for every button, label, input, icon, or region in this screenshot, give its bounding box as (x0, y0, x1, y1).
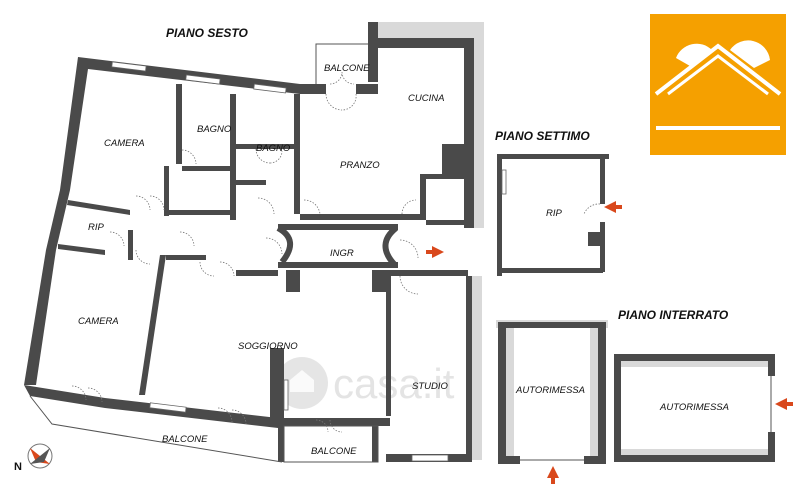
title-seventh-floor: PIANO SETTIMO (495, 129, 590, 143)
seventh-floor-plan (497, 154, 622, 276)
room-pranzo: PRANZO (340, 160, 380, 171)
room-bagno-2: BAGNO (256, 143, 291, 154)
balcony-top-outline (315, 43, 368, 84)
room-bagno-1: BAGNO (197, 124, 232, 135)
wall-south-west (24, 385, 105, 408)
agency-logo (650, 14, 786, 155)
room-cucina: CUCINA (408, 93, 444, 104)
room-ingr: INGR (330, 248, 354, 259)
room-soggiorno: SOGGIORNO (238, 341, 298, 352)
room-studio: STUDIO (412, 381, 449, 392)
wall-pillar (442, 144, 464, 174)
watermark: casa.it (276, 357, 455, 409)
wall-north-west (60, 57, 300, 190)
entrance-arrow-sixth (426, 246, 444, 258)
wall-west-upper (46, 190, 70, 250)
entrance-arrow-seventh (604, 201, 622, 213)
title-basement: PIANO INTERRATO (618, 308, 729, 322)
watermark-text: casa.it (333, 360, 455, 407)
wall-kitchen-top (378, 38, 474, 48)
balcony-bottom-outline (29, 395, 283, 463)
room-balcone-bottom: BALCONE (162, 434, 208, 445)
compass-icon: N (14, 443, 53, 473)
balcony-small-outline (283, 425, 379, 463)
sixth-floor-plan (24, 22, 484, 463)
wall-kitchen-left (368, 22, 378, 82)
wall-kitchen-right (464, 38, 474, 228)
room-camera-top: CAMERA (104, 138, 145, 149)
room-rip: RIP (88, 222, 105, 233)
room-balcone-small: BALCONE (311, 446, 357, 457)
garage-1-arrow (547, 466, 559, 484)
room-autorimessa-1: AUTORIMESSA (515, 385, 585, 396)
wall-west-lower (24, 250, 56, 385)
room-camera-bottom: CAMERA (78, 316, 119, 327)
wall-south (105, 398, 278, 428)
room-rip-seventh: RIP (546, 208, 563, 219)
garage-2-arrow (775, 398, 793, 410)
wall-south-center (278, 418, 390, 426)
room-autorimessa-2: AUTORIMESSA (659, 402, 729, 413)
basement-plan (496, 320, 793, 484)
title-sixth-floor: PIANO SESTO (166, 26, 248, 40)
room-balcone-top: BALCONE (324, 63, 370, 74)
compass-letter: N (14, 461, 22, 473)
